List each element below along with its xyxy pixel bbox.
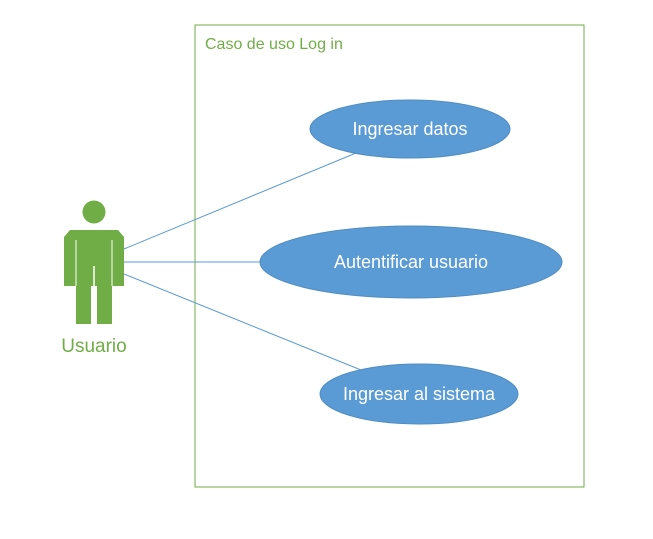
- actor-head: [82, 200, 106, 224]
- association-line-ingresar-datos: [123, 152, 357, 250]
- use-case-ellipse: [309, 99, 511, 159]
- use-case-ingresar-datos: Ingresar datos: [309, 99, 511, 159]
- actor-label: Usuario: [61, 336, 126, 357]
- use-case-ellipse: [259, 225, 563, 299]
- use-case-ellipse: [319, 363, 519, 425]
- use-case-label: Ingresar datos: [352, 119, 467, 139]
- use-case-label: Autentificar usuario: [334, 252, 488, 272]
- use-case-label: Ingresar al sistema: [343, 384, 496, 404]
- system-title: Caso de uso Log in: [205, 36, 343, 53]
- use-case-autentificar-usuario: Autentificar usuario: [259, 225, 563, 299]
- use-case-ingresar-al-sistema: Ingresar al sistema: [319, 363, 519, 425]
- association-line-ingresar-al-sistema: [123, 273, 362, 371]
- system-boundary: [194, 24, 585, 488]
- actor-figure: [64, 200, 124, 324]
